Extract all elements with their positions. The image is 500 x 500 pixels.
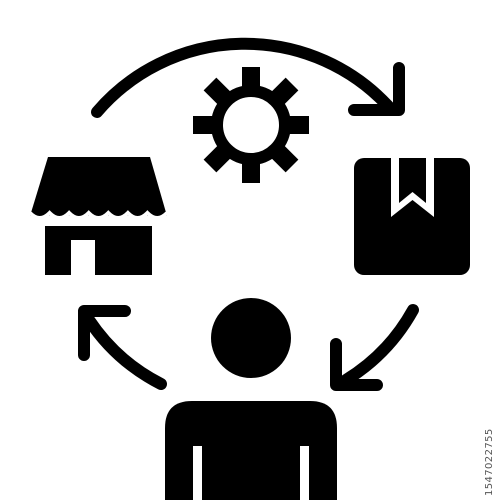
box-icon xyxy=(354,158,470,275)
gear-icon xyxy=(193,67,309,183)
arrow-bottom-right-icon xyxy=(330,304,419,391)
arrow-left-icon xyxy=(78,305,167,390)
stock-id-text: 1547022755 xyxy=(484,428,495,496)
store-icon xyxy=(28,157,169,275)
person-icon xyxy=(165,298,337,500)
arrow-top-right-icon xyxy=(91,37,405,118)
